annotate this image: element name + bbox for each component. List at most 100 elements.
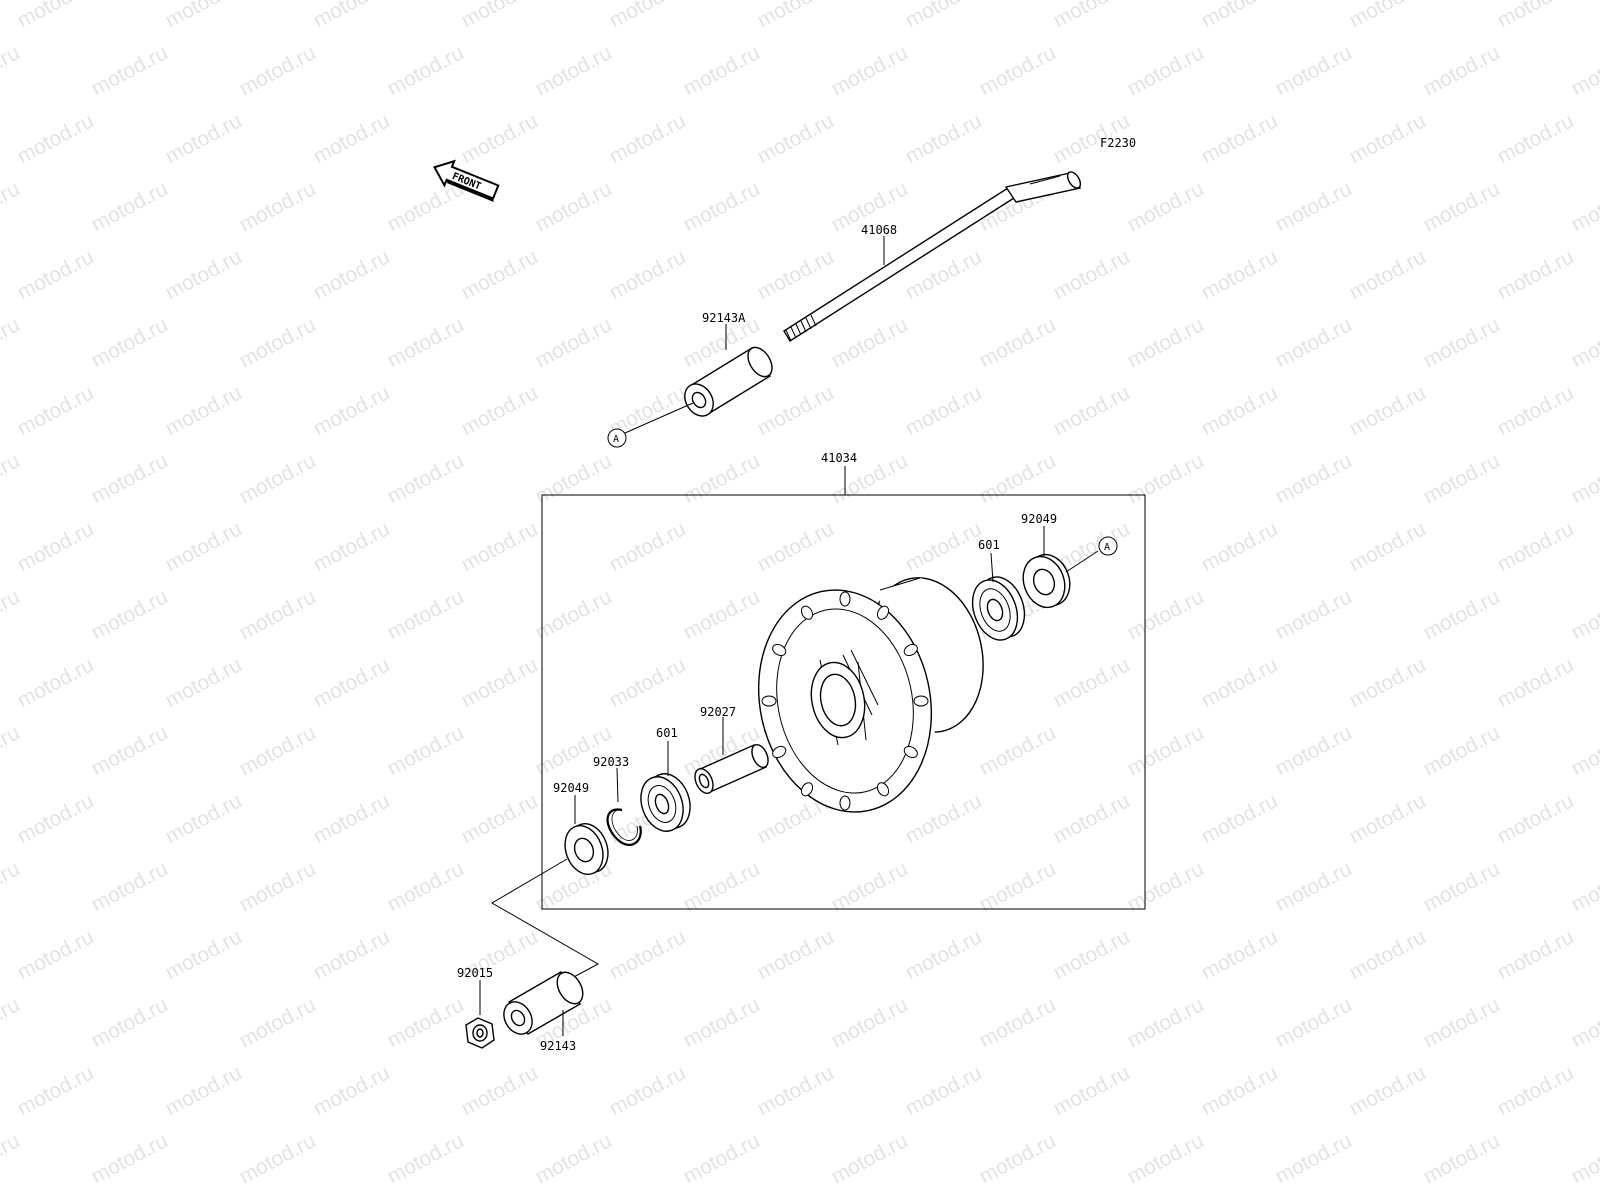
watermark-text: motod.ru	[14, 1061, 98, 1120]
watermark-text: motod.ru	[1198, 245, 1282, 304]
watermark-text: motod.ru	[1124, 313, 1208, 372]
watermark-text: motod.ru	[384, 41, 468, 100]
watermark-text: motod.ru	[754, 517, 838, 576]
circlip	[606, 808, 642, 846]
watermark-text: motod.ru	[1346, 517, 1430, 576]
hub-hole	[903, 643, 918, 657]
watermark-text: motod.ru	[88, 177, 172, 236]
watermark-text: motod.ru	[162, 517, 246, 576]
svg-text:A: A	[1104, 542, 1110, 553]
watermark-text: motod.ru	[976, 857, 1060, 916]
label-bearing-right: 601	[978, 538, 1000, 552]
watermark-text: motod.ru	[1420, 177, 1504, 236]
watermark-text: motod.ru	[1198, 653, 1282, 712]
watermark-text: motod.ru	[1568, 177, 1600, 236]
watermark-text: motod.ru	[310, 381, 394, 440]
watermark-text: motod.ru	[680, 177, 764, 236]
watermark-text: motod.ru	[606, 653, 690, 712]
watermark-text: motod.ru	[458, 517, 542, 576]
watermark-text: motod.ru	[532, 313, 616, 372]
watermark-text: motod.ru	[680, 585, 764, 644]
watermark-text: motod.ru	[384, 993, 468, 1052]
label-circlip: 92033	[593, 755, 629, 769]
watermark-text: motod.ru	[1494, 245, 1578, 304]
watermark-text: motod.ru	[1198, 381, 1282, 440]
watermark-text: motod.ru	[1346, 245, 1430, 304]
watermark-text: motod.ru	[310, 925, 394, 984]
watermark-text: motod.ru	[828, 857, 912, 916]
watermark-text: motod.ru	[1198, 789, 1282, 848]
watermark-text: motod.ru	[384, 1129, 468, 1188]
watermark-text: motod.ru	[1346, 653, 1430, 712]
watermark-text: motod.ru	[606, 925, 690, 984]
watermark-text: motod.ru	[162, 245, 246, 304]
watermark-text: motod.ru	[1272, 449, 1356, 508]
watermark-text: motod.ru	[1494, 517, 1578, 576]
watermark-text: motod.ru	[680, 857, 764, 916]
watermark-text: motod.ru	[458, 1061, 542, 1120]
watermark-text: motod.ru	[1124, 585, 1208, 644]
watermark-text: motod.ru	[88, 41, 172, 100]
watermark-text: motod.ru	[1420, 721, 1504, 780]
ref-marker-a-top: A	[607, 428, 627, 448]
watermark-text: motod.ru	[14, 109, 98, 168]
watermark-text: motod.ru	[384, 721, 468, 780]
watermark-text: motod.ru	[1420, 1129, 1504, 1188]
watermark-text: motod.ru	[1568, 721, 1600, 780]
watermark-text: motod.ru	[532, 177, 616, 236]
watermark-text: motod.ru	[1050, 925, 1134, 984]
watermark-text: motod.ru	[1124, 857, 1208, 916]
watermark-text: motod.ru	[88, 721, 172, 780]
watermark-text: motod.ru	[162, 925, 246, 984]
watermark-text: motod.ru	[1198, 109, 1282, 168]
watermark-text: motod.ru	[236, 993, 320, 1052]
watermark-text: motod.ru	[532, 585, 616, 644]
watermark-text: motod.ru	[458, 245, 542, 304]
watermark-text: motod.ru	[1272, 993, 1356, 1052]
watermark-text: motod.ru	[1124, 41, 1208, 100]
watermark-text: motod.ru	[1050, 653, 1134, 712]
watermark-text: motod.ru	[606, 109, 690, 168]
label-collar-a: 92143A	[702, 311, 746, 325]
watermark-text: motod.ru	[236, 449, 320, 508]
watermark-text: motod.ru	[1272, 585, 1356, 644]
watermark-text: motod.ru	[1346, 0, 1430, 32]
watermark-text: motod.ru	[384, 313, 468, 372]
watermark-text: motod.ru	[14, 245, 98, 304]
watermark-text: motod.ru	[88, 585, 172, 644]
watermark-text: motod.ru	[162, 789, 246, 848]
hub-hole	[800, 605, 814, 620]
watermark-text: motod.ru	[0, 1129, 24, 1188]
watermark-text: motod.ru	[606, 245, 690, 304]
axle	[783, 171, 1082, 342]
hub-hole	[761, 695, 777, 707]
watermark-text: motod.ru	[1272, 41, 1356, 100]
watermark-text: motod.ru	[88, 449, 172, 508]
collar-a	[684, 346, 773, 417]
watermark-text: motod.ru	[0, 993, 24, 1052]
watermark-text: motod.ru	[458, 0, 542, 32]
watermark-text: motod.ru	[236, 585, 320, 644]
watermark-text: motod.ru	[754, 0, 838, 32]
hub-hole	[903, 745, 918, 759]
watermark-text: motod.ru	[310, 109, 394, 168]
watermark-text: motod.ru	[606, 1061, 690, 1120]
watermark-text: motod.ru	[1050, 381, 1134, 440]
watermark-text: motod.ru	[680, 993, 764, 1052]
watermark-text: motod.ru	[1050, 789, 1134, 848]
watermark-text: motod.ru	[1420, 585, 1504, 644]
watermark-text: motod.ru	[310, 653, 394, 712]
watermark-text: motod.ru	[236, 857, 320, 916]
watermark-text: motod.ru	[606, 517, 690, 576]
watermark-text: motod.ru	[1420, 857, 1504, 916]
watermark-text: motod.ru	[1124, 721, 1208, 780]
watermark-text: motod.ru	[1568, 993, 1600, 1052]
watermark-text: motod.ru	[1198, 0, 1282, 32]
svg-text:A: A	[613, 434, 619, 445]
watermark-text: motod.ru	[236, 177, 320, 236]
watermark-text: motod.ru	[162, 653, 246, 712]
watermark-text: motod.ru	[532, 449, 616, 508]
watermark-text: motod.ru	[1568, 1129, 1600, 1188]
watermark-text: motod.ru	[162, 381, 246, 440]
